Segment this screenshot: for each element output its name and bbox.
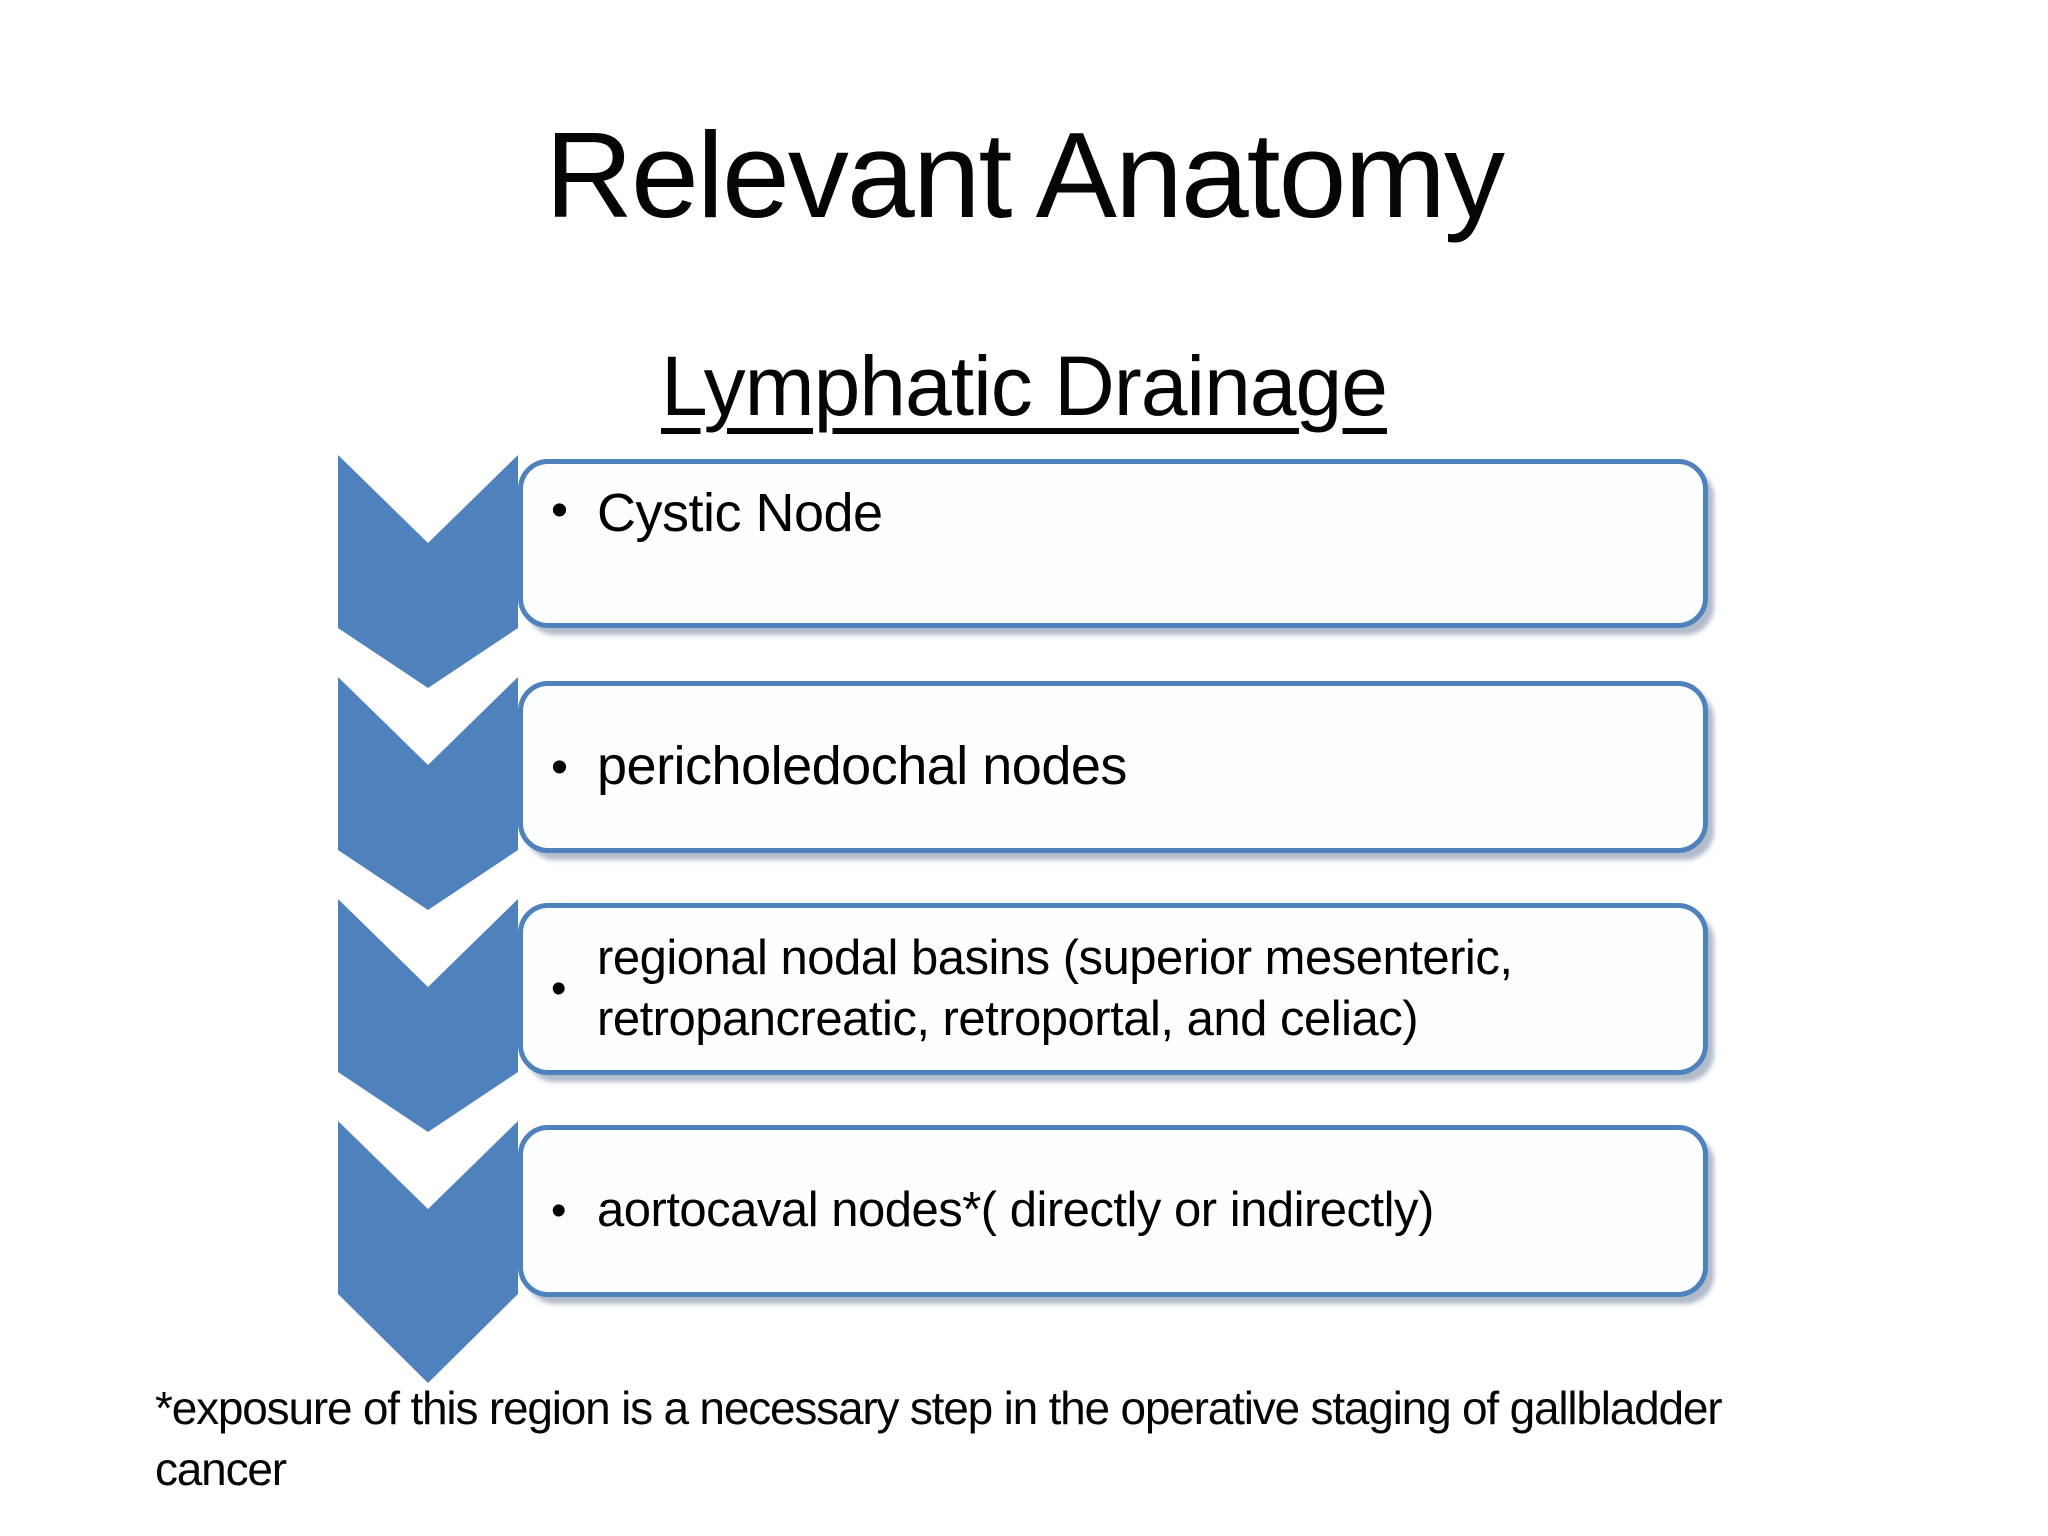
- chevron-down-icon: [338, 899, 518, 1132]
- bullet-icon: •: [551, 1186, 566, 1236]
- item-text: pericholedochal nodes: [597, 736, 1127, 797]
- list-item-text-block: aortocaval nodes*( directly or indirectl…: [597, 1180, 1673, 1241]
- footnote-line: cancer: [155, 1442, 287, 1495]
- chevron-down-icon: [338, 677, 518, 910]
- chevron-down-icon: [338, 455, 518, 688]
- bullet-icon: •: [551, 483, 568, 537]
- footnote-line: *exposure of this region is a necessary …: [155, 1382, 1723, 1434]
- list-item-text-block: Cystic Node: [597, 480, 1673, 548]
- list-item-box: • Cystic Node: [518, 459, 1708, 628]
- subtitle: Lymphatic Drainage: [661, 339, 1388, 433]
- item-text: retropancreatic, retroportal, and celiac…: [597, 992, 1419, 1046]
- chevron-down-icon: [338, 1121, 518, 1383]
- list-item-box: • aortocaval nodes*( directly or indirec…: [518, 1125, 1708, 1297]
- bullet-icon: •: [551, 964, 566, 1014]
- item-text: Cystic Node: [597, 483, 883, 543]
- item-text: regional nodal basins (superior mesenter…: [597, 930, 1513, 985]
- page-title: Relevant Anatomy: [544, 107, 1505, 243]
- footnote: *exposure of this region is a necessary …: [155, 1378, 2015, 1499]
- list-item-text-block: regional nodal basins (superior mesenter…: [597, 928, 1673, 1051]
- chevron-list: [338, 455, 518, 1383]
- list-item-box: • pericholedochal nodes: [518, 681, 1708, 853]
- list-item-box: • regional nodal basins (superior mesent…: [518, 903, 1708, 1075]
- list-item-text-block: pericholedochal nodes: [597, 733, 1673, 801]
- bullet-icon: •: [551, 739, 568, 794]
- item-text: aortocaval nodes*( directly or indirectl…: [597, 1183, 1434, 1238]
